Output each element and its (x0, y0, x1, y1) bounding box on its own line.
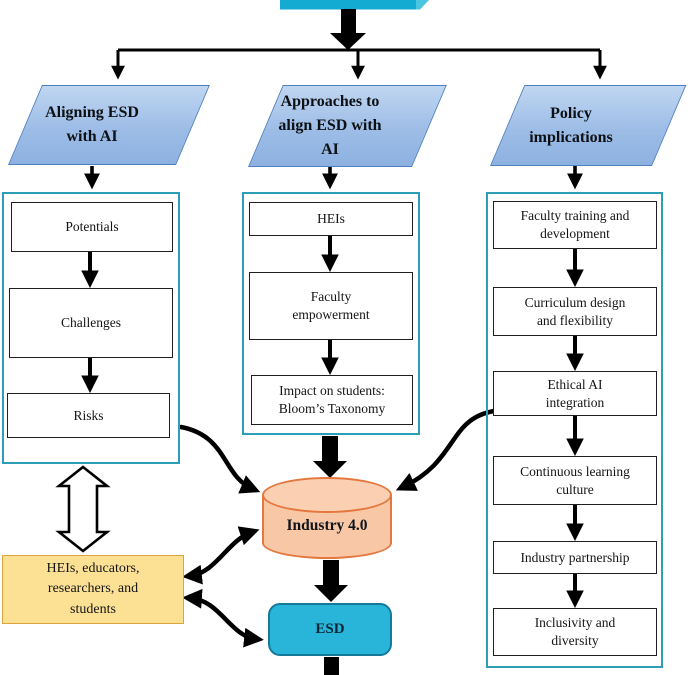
title-to-column-arrows (84, 166, 583, 190)
esd-label: ESD (315, 621, 345, 637)
box-curriculum-design: Curriculum design and flexibility (493, 287, 657, 336)
root-box (280, 0, 429, 10)
arrow-industry-to-esd (314, 560, 348, 602)
double-arrow-left-stakeholders (55, 465, 111, 553)
arrow-stakeholders-esd (182, 588, 264, 648)
box-potentials: Potentials (11, 202, 173, 252)
branch-connector (111, 48, 607, 80)
box-heis: HEIs (249, 202, 413, 236)
arrow-stakeholders-industry (182, 526, 260, 585)
arrow-approaches-to-industry (313, 436, 347, 478)
branch-title-policy: Policy implications (490, 85, 687, 166)
box-risks: Risks (7, 393, 170, 438)
industry40-cylinder-top (262, 477, 392, 513)
box-industry-partnership: Industry partnership (493, 541, 657, 574)
branch-title-approaches: Approaches to align ESD with AI (248, 85, 447, 167)
arrow-root-to-branches (330, 9, 366, 50)
branch-title-label: Aligning ESD with AI (45, 104, 139, 145)
box-ethical-ai: Ethical AI integration (493, 371, 657, 416)
branch-title-label: Policy implications (529, 104, 613, 146)
left-column-container (2, 192, 180, 464)
stakeholders-box: HEIs, educators, researchers, and studen… (2, 555, 184, 624)
box-impact-blooms: Impact on students: Bloom’s Taxonomy (251, 375, 413, 425)
box-continuous-learning: Continuous learning culture (493, 456, 657, 505)
arrow-esd-down (324, 657, 339, 675)
esd-box: ESD (268, 603, 392, 656)
box-inclusivity-diversity: Inclusivity and diversity (493, 608, 657, 656)
box-faculty-empowerment: Faculty empowerment (249, 272, 413, 340)
arrow-risks-to-industry (178, 424, 261, 494)
branch-title-aligning-esd: Aligning ESD with AI (8, 85, 210, 165)
right-column-container (486, 192, 663, 668)
arrow-ethical-to-industry (395, 408, 497, 491)
box-challenges: Challenges (9, 288, 173, 358)
box-faculty-training: Faculty training and development (493, 201, 657, 249)
branch-title-label: Approaches to align ESD with AI (278, 93, 382, 158)
industry40-label: Industry 4.0 (286, 517, 368, 534)
middle-column-container (242, 192, 420, 435)
